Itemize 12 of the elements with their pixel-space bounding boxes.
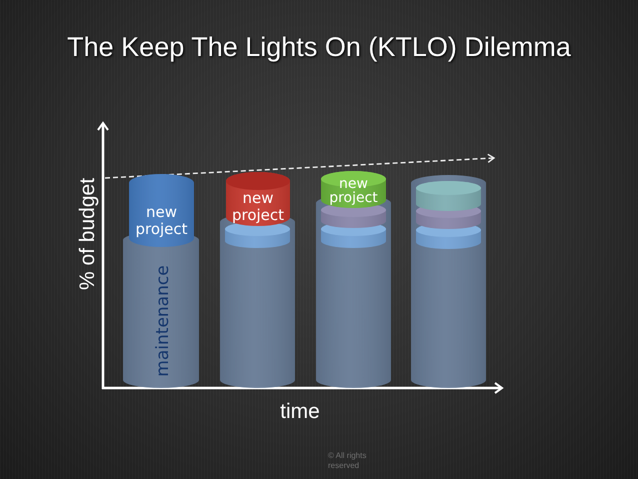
budget-layer [321,203,386,228]
project-cylinder [129,174,194,247]
cylinder-label: maintenance [153,265,173,377]
project-cylinder [321,171,386,208]
axis-label: time [280,400,320,424]
cylinder-label: new project [134,204,189,238]
budget-cylinder [411,175,486,388]
title: The Keep The Lights On (KTLO) Dilemma [66,31,572,64]
cylinder-label: new project [230,190,286,224]
axis-label: % of budget [76,178,100,290]
cylinder-label: new project [328,176,379,204]
copyright-note: © All rights reserved [328,451,368,471]
